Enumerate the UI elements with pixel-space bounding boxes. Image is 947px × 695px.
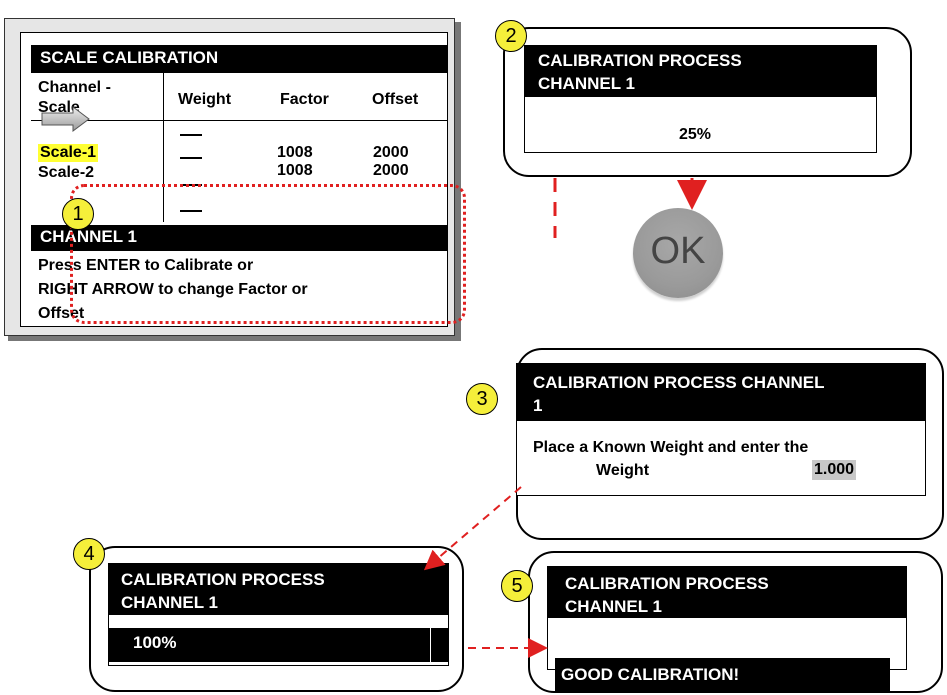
panel2-progress: 25% [679,126,712,143]
panel5-title: CALIBRATION PROCESS CHANNEL 1 [547,566,907,618]
panel3-title-line2: 1 [533,396,543,415]
step-badge-5: 5 [501,570,533,602]
col-header-offset: Offset [372,91,419,108]
highlight-box [70,184,466,324]
row-scale-1-offset: 2000 [373,144,409,161]
connector-panel3-to-panel4 [423,486,522,571]
weight-dash-4 [180,210,202,212]
row-scale-2-offset: 2000 [373,162,409,179]
panel4-title-line2: CHANNEL 1 [121,593,218,612]
step-badge-2: 2 [495,20,527,52]
panel2-title-line2: CHANNEL 1 [538,74,635,93]
step-badge-1: 1 [62,198,94,230]
panel4-progress: 100% [133,633,177,652]
panel1-shadow [455,22,461,336]
panel5-result-bar: GOOD CALIBRATION! [555,658,890,692]
panel5-title-line1: CALIBRATION PROCESS [565,574,769,593]
row-scale-2-name[interactable]: Scale-2 [38,164,95,181]
col-header-channel: Channel - [38,79,111,96]
panel4-progress-bar: 100% [108,628,449,662]
panel4-title: CALIBRATION PROCESS CHANNEL 1 [108,563,449,615]
scale-calibration-title: SCALE CALIBRATION [31,45,448,73]
panel3-title-line1: CALIBRATION PROCESS CHANNEL [533,373,825,392]
column-divider [163,73,164,222]
scale-calibration-screen [20,32,448,327]
panel3-weight-label: Weight [596,462,650,479]
panel5-result: GOOD CALIBRATION! [561,665,740,684]
step-badge-4: 4 [73,538,105,570]
weight-dash-2 [180,157,202,159]
row-scale-1-factor: 1008 [277,144,313,161]
panel3-instruction: Place a Known Weight and enter the [533,439,809,456]
row-scale-1-name[interactable]: Scale-1 [38,144,99,162]
panel3-weight-value[interactable]: 1.000 [812,460,857,480]
panel2-title: CALIBRATION PROCESS CHANNEL 1 [524,45,877,97]
message-line-1: Press ENTER to Calibrate or [38,257,254,274]
header-divider [31,120,448,121]
panel5-title-line2: CHANNEL 1 [565,597,662,616]
channel-1-bar: CHANNEL 1 [31,225,448,251]
row-scale-2-factor: 1008 [277,162,313,179]
panel3-title: CALIBRATION PROCESS CHANNEL 1 [516,363,926,421]
right-arrow-icon [41,106,90,132]
panel4-title-line1: CALIBRATION PROCESS [121,570,325,589]
panel2-title-line1: CALIBRATION PROCESS [538,51,742,70]
message-line-2: RIGHT ARROW to change Factor or [38,281,308,298]
ok-button-label: OK [650,230,706,272]
ok-button[interactable] [633,208,723,298]
panel4-progress-divider [430,628,431,662]
col-header-factor: Factor [280,91,329,108]
step-badge-3: 3 [466,383,498,415]
col-header-weight: Weight [178,91,232,108]
col-header-channel-line2: Scale [38,99,80,114]
panel1-shadow-bottom [8,336,461,341]
weight-dash-1 [180,134,202,136]
